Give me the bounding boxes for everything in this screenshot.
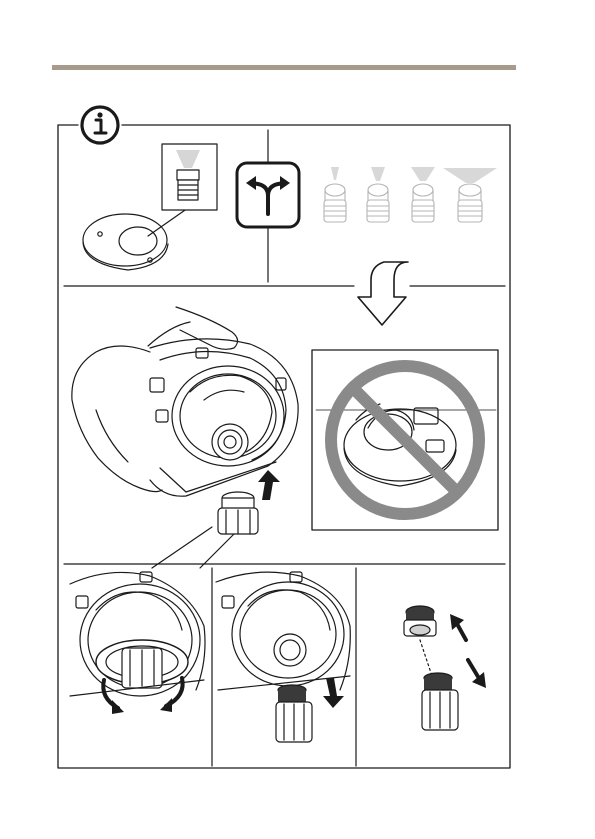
down-arrow-icon xyxy=(323,678,344,708)
step-pull-lens xyxy=(216,572,350,742)
lens-option-3 xyxy=(411,167,435,222)
lens-option-2 xyxy=(367,167,389,222)
step-rotate-lens xyxy=(70,572,205,714)
up-arrow-icon xyxy=(258,470,280,500)
down-right-arrow-icon xyxy=(468,660,486,688)
lens-option-1 xyxy=(324,167,346,222)
lens-options xyxy=(324,167,497,222)
removed-lens xyxy=(218,492,258,534)
up-right-arrow-icon xyxy=(450,614,466,640)
callout-line-left xyxy=(152,527,212,568)
step-swap-lens xyxy=(404,606,486,730)
dome-cover xyxy=(83,208,188,270)
lens-zoom-box xyxy=(162,144,217,210)
prohibited-panel xyxy=(312,350,498,530)
branch-arrows-icon xyxy=(237,163,299,227)
camera-unit-open xyxy=(150,339,298,496)
info-icon xyxy=(82,107,118,143)
bent-down-arrow-icon xyxy=(358,262,408,325)
lens-option-4 xyxy=(443,168,497,222)
callout-line-right xyxy=(200,534,234,568)
